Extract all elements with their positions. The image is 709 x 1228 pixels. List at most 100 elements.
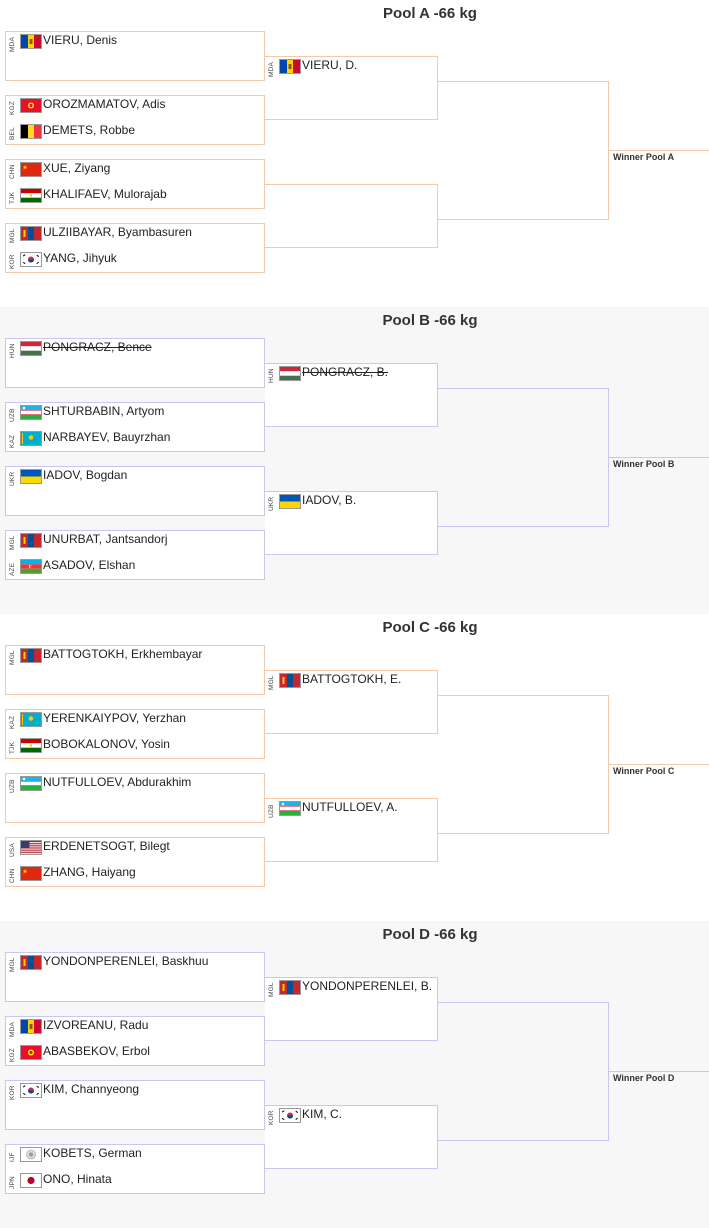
athlete-name[interactable]: YONDONPERENLEI, B. xyxy=(302,979,433,993)
athlete-name[interactable]: ZHANG, Haiyang xyxy=(43,865,136,879)
athlete-name[interactable]: BATTOGTOKH, E. xyxy=(302,672,402,686)
athlete-name[interactable]: OROZMAMATOV, Adis xyxy=(43,97,166,111)
athlete-name[interactable]: IADOV, Bogdan xyxy=(43,468,128,482)
country-code: IJF xyxy=(9,1152,16,1162)
country-code: JPN xyxy=(9,1176,16,1190)
athlete-name[interactable]: YONDONPERENLEI, Baskhuu xyxy=(43,954,209,968)
country-code: UZB xyxy=(268,804,275,818)
athlete-name[interactable]: ULZIIBAYAR, Byambasuren xyxy=(43,225,192,239)
athlete-name[interactable]: ABASBEKOV, Erbol xyxy=(43,1044,150,1058)
athlete-name[interactable]: KOBETS, German xyxy=(43,1146,142,1160)
athlete-row[interactable]: UZB NUTFULLOEV, Abdurakhim xyxy=(6,774,264,798)
country-code: BEL xyxy=(9,127,16,141)
athlete-name[interactable]: VIERU, Denis xyxy=(43,33,118,47)
country-code: KGZ xyxy=(9,1048,16,1062)
athlete-row[interactable]: IJF KOBETS, German xyxy=(6,1145,264,1169)
athlete-row[interactable]: JPN ONO, Hinata xyxy=(6,1171,264,1195)
athlete-name[interactable]: KIM, C. xyxy=(302,1107,343,1121)
athlete-name[interactable]: YANG, Jihyuk xyxy=(43,251,117,265)
advance-box[interactable] xyxy=(265,184,438,248)
athlete-name[interactable]: VIERU, D. xyxy=(302,58,358,72)
athlete-row[interactable]: BEL DEMETS, Robbe xyxy=(6,122,264,146)
country-code: KGZ xyxy=(9,101,16,115)
athlete-name[interactable]: BATTOGTOKH, Erkhembayar xyxy=(43,647,203,661)
athlete-name[interactable]: NARBAYEV, Bauyrzhan xyxy=(43,430,171,444)
athlete-name[interactable]: PONGRACZ, Bence xyxy=(43,340,152,354)
advancer-row[interactable]: UZB NUTFULLOEV, A. xyxy=(265,799,435,823)
athlete-name[interactable]: ONO, Hinata xyxy=(43,1172,112,1186)
country-code: MGL xyxy=(268,982,275,998)
athlete-name[interactable]: DEMETS, Robbe xyxy=(43,123,136,137)
athlete-name[interactable]: PONGRACZ, B. xyxy=(302,365,389,379)
country-code: UZB xyxy=(9,779,16,793)
athlete-name[interactable]: BOBOKALONOV, Yosin xyxy=(43,737,170,751)
winner-label: Winner Pool C xyxy=(613,766,675,776)
athlete-name[interactable]: NUTFULLOEV, A. xyxy=(302,800,398,814)
athlete-row[interactable]: KGZ ABASBEKOV, Erbol xyxy=(6,1043,264,1067)
athlete-name[interactable]: IADOV, B. xyxy=(302,493,357,507)
athlete-name[interactable]: KHALIFAEV, Mulorajab xyxy=(43,187,167,201)
advancer-row[interactable]: MGL YONDONPERENLEI, B. xyxy=(265,978,435,1002)
athlete-name[interactable]: ASADOV, Elshan xyxy=(43,558,136,572)
athlete-name[interactable]: UNURBAT, Jantsandorj xyxy=(43,532,168,546)
athlete-name[interactable]: NUTFULLOEV, Abdurakhim xyxy=(43,775,192,789)
winner-label: Winner Pool B xyxy=(613,459,675,469)
athlete-row[interactable]: KGZ OROZMAMATOV, Adis xyxy=(6,96,264,120)
athlete-name[interactable]: XUE, Ziyang xyxy=(43,161,111,175)
advance-box[interactable]: MGL YONDONPERENLEI, B. xyxy=(265,977,438,1041)
pool-title: Pool B -66 kg xyxy=(382,312,478,329)
athlete-name[interactable]: KIM, Channyeong xyxy=(43,1082,140,1096)
athlete-name[interactable]: ERDENETSOGT, Bilegt xyxy=(43,839,170,853)
match-box[interactable]: UZB NUTFULLOEV, Abdurakhim xyxy=(5,773,265,823)
athlete-name[interactable]: IZVOREANU, Radu xyxy=(43,1018,149,1032)
athlete-name[interactable]: SHTURBABIN, Artyom xyxy=(43,404,165,418)
advance-box[interactable]: UZB NUTFULLOEV, A. xyxy=(265,798,438,862)
athlete-name[interactable]: YERENKAIYPOV, Yerzhan xyxy=(43,711,186,725)
